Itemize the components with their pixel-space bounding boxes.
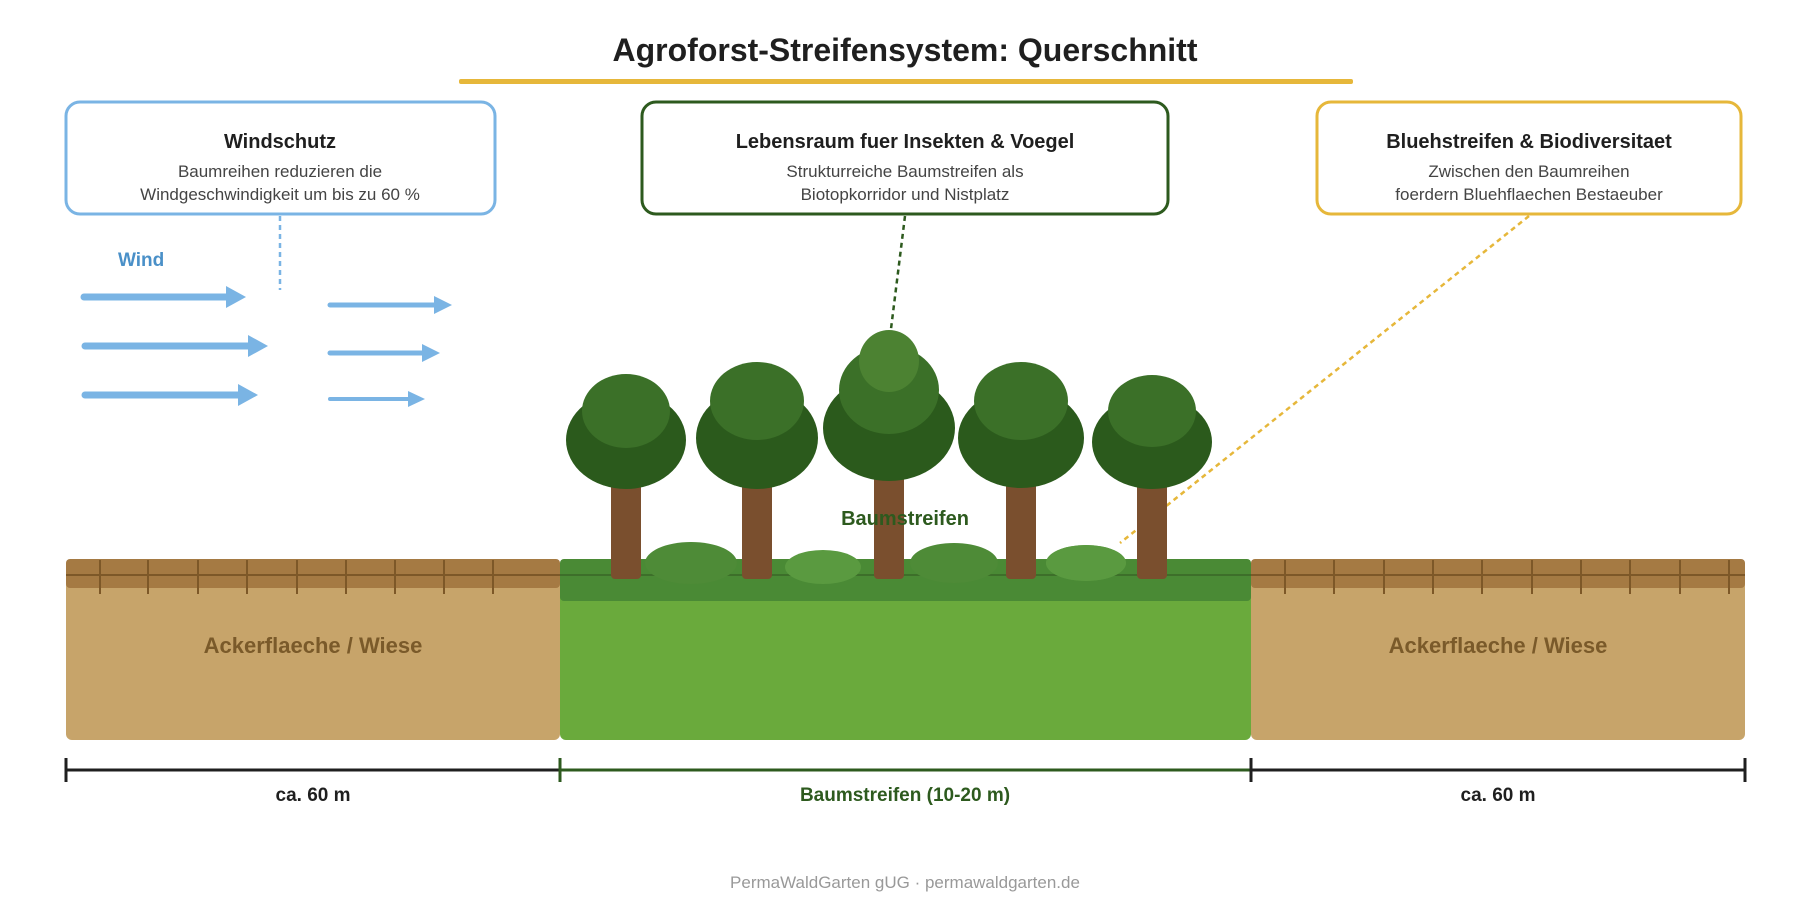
callout-bluehstreifen: Bluehstreifen & Biodiversitaet Zwischen … xyxy=(1119,100,1743,544)
wind-arrow-icon xyxy=(328,391,425,407)
callout-box xyxy=(1315,100,1743,216)
grass-block xyxy=(560,559,1251,740)
soil-top xyxy=(66,559,560,588)
field-left: Ackerflaeche / Wiese xyxy=(66,559,560,740)
tree xyxy=(566,374,686,579)
page-title: Agroforst-Streifensystem: Querschnitt xyxy=(613,32,1198,68)
dimension-label-right: ca. 60 m xyxy=(1461,785,1536,806)
shrub xyxy=(785,550,861,584)
callout-line: Strukturreiche Baumstreifen als xyxy=(786,162,1023,181)
title-underline xyxy=(459,79,1353,84)
tree-crown-top xyxy=(859,330,919,392)
wind-arrow-icon xyxy=(327,344,440,362)
callout-connector xyxy=(1119,215,1530,544)
soil-top xyxy=(1251,559,1745,588)
tree xyxy=(1092,375,1212,579)
tree-trunk xyxy=(742,476,772,579)
wind-arrow-icon xyxy=(80,286,246,308)
tree-trunk xyxy=(1137,476,1167,579)
callout-connector xyxy=(887,215,907,346)
tree-trunk xyxy=(1006,476,1036,579)
callout-lebensraum: Lebensraum fuer Insekten & Voegel Strukt… xyxy=(640,100,1170,346)
tree-strip-label: Baumstreifen xyxy=(841,508,969,530)
field-label-right: Ackerflaeche / Wiese xyxy=(1389,633,1608,658)
soil-block xyxy=(1251,559,1745,740)
shrub xyxy=(1046,545,1126,581)
tree xyxy=(958,362,1084,579)
tree-strip-ground xyxy=(560,559,1251,740)
callout-box xyxy=(640,100,1170,216)
tree-crown-highlight xyxy=(710,362,804,440)
field-label-left: Ackerflaeche / Wiese xyxy=(204,633,423,658)
callout-line: Biotopkorridor und Nistplatz xyxy=(801,185,1010,204)
tree xyxy=(823,330,955,579)
callout-title: Bluehstreifen & Biodiversitaet xyxy=(1386,131,1672,153)
callout-line: Baumreihen reduzieren die xyxy=(178,162,382,181)
soil-block xyxy=(66,559,560,740)
wind-label: Wind xyxy=(118,250,164,271)
callout-windschutz: Windschutz Baumreihen reduzieren die Win… xyxy=(64,100,497,290)
dimension-middle: Baumstreifen (10-20 m) xyxy=(558,758,1253,806)
wind-arrows xyxy=(80,286,452,407)
tree-crown-highlight xyxy=(974,362,1068,440)
wind-arrow-icon xyxy=(81,384,258,406)
tree xyxy=(696,362,818,579)
field-right: Ackerflaeche / Wiese xyxy=(1251,559,1745,740)
dimension-label-middle: Baumstreifen (10-20 m) xyxy=(800,785,1010,806)
callout-title: Lebensraum fuer Insekten & Voegel xyxy=(736,131,1075,153)
dimension-left: ca. 60 m xyxy=(64,758,560,806)
callout-box xyxy=(64,100,497,216)
footer-credit: PermaWaldGarten gUG · permawaldgarten.de xyxy=(730,873,1080,892)
dimension-label-left: ca. 60 m xyxy=(276,785,351,806)
callout-line: foerdern Bluehflaechen Bestaeuber xyxy=(1395,185,1663,204)
tree-trunk xyxy=(874,468,904,579)
callout-title: Windschutz xyxy=(224,131,336,153)
shrub xyxy=(645,542,737,584)
callout-line: Zwischen den Baumreihen xyxy=(1428,162,1629,181)
tree-crown-highlight xyxy=(1108,375,1196,447)
wind-arrow-icon xyxy=(327,296,452,314)
shrub xyxy=(910,543,998,583)
dimension-right: ca. 60 m xyxy=(1251,758,1747,806)
wind-arrow-icon xyxy=(81,335,268,357)
callout-line: Windgeschwindigkeit um bis zu 60 % xyxy=(140,185,420,204)
tree-trunk xyxy=(611,476,641,579)
tree-crown-highlight xyxy=(582,374,670,448)
